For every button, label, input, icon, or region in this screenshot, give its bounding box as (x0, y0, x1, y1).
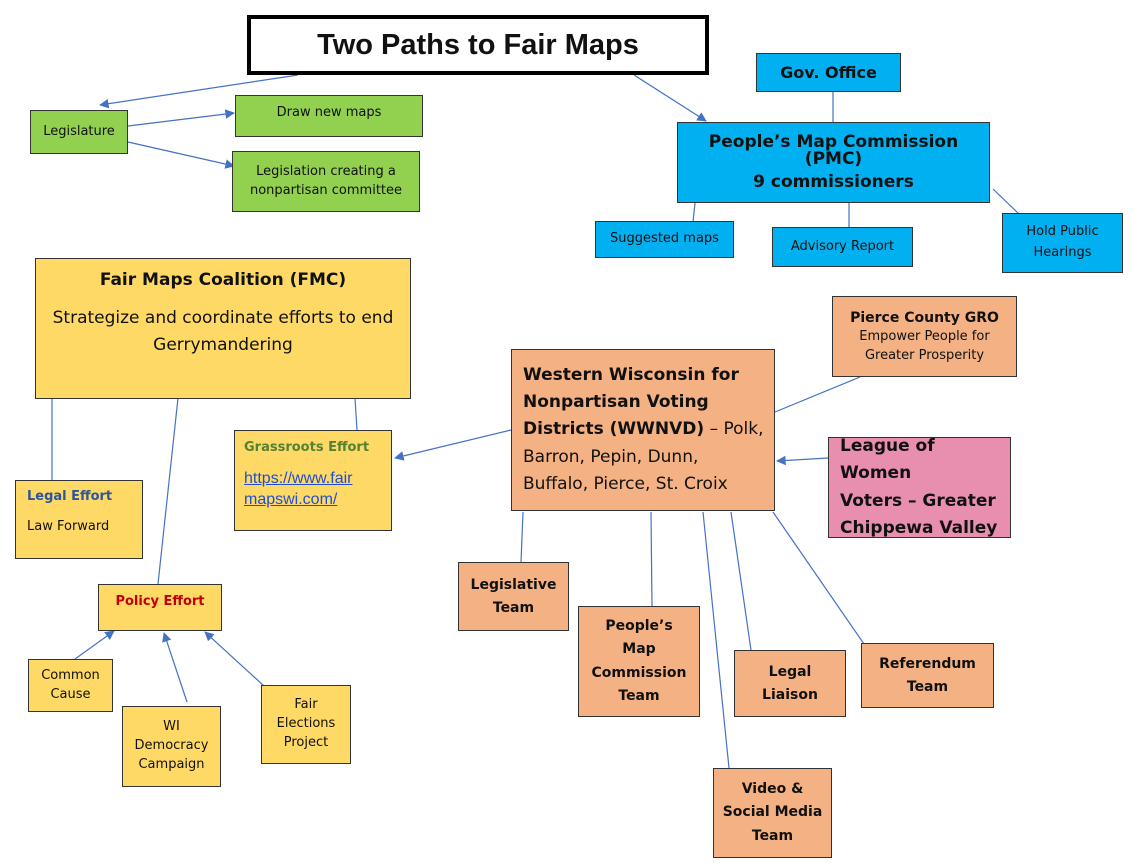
wwnvd-line-2: Nonpartisan Voting (523, 392, 709, 413)
wwnvd-line-3: Districts (WWNVD) – Polk, (523, 416, 764, 443)
wwnvd-line-5: Buffalo, Pierce, St. Croix (523, 473, 728, 494)
wwnvd-line-4: Barron, Pepin, Dunn, (523, 446, 699, 467)
pmc-name: People’s Map Commission (PMC) (708, 132, 959, 170)
common-cause-line-2: Cause (50, 686, 91, 702)
league-box: League of Women Voters – Greater Chippew… (828, 436, 1011, 538)
referendum-team-box: Referendum Team (861, 643, 994, 708)
grassroots-link-line-1: https://www.fair (244, 469, 353, 487)
line-fmc-to-policy (157, 397, 179, 585)
suggested-maps-box: Suggested maps (595, 221, 734, 258)
legislation-line-1: Legislation creating a (256, 163, 396, 179)
legal-effort-org: Law Forward (27, 518, 110, 534)
line-wwnvd-to-legislative-team (520, 511, 524, 563)
arrow-league-to-wwnvd (776, 455, 829, 466)
line-wwnvd-to-pmc-team (650, 511, 653, 607)
fmc-desc-line-2: Gerrymandering (153, 334, 293, 355)
arrow-title-to-pmc (633, 74, 707, 122)
wi-democracy-line-1: WI (163, 719, 180, 735)
pmc-team-line-2: Map (622, 641, 656, 658)
public-hearings-box: Hold Public Hearings (1002, 213, 1123, 273)
wwnvd-line-3-rest: – Polk, (704, 419, 764, 440)
pierce-county-box: Pierce County GRO Empower People for Gre… (832, 296, 1017, 377)
line-wwnvd-to-pierce (774, 376, 861, 413)
draw-maps-label: Draw new maps (276, 105, 382, 120)
video-team-line-1: Video & (741, 781, 804, 798)
legal-effort-box: Legal Effort Law Forward (15, 480, 143, 559)
policy-effort-box: Policy Effort (98, 584, 222, 631)
legislature-label: Legislature (43, 123, 115, 139)
legal-liaison-line-1: Legal (768, 664, 812, 681)
pierce-line-2: Greater Prosperity (864, 347, 985, 363)
pmc-team-line-3: Commission (591, 664, 687, 681)
gov-office-box: Gov. Office (756, 53, 901, 92)
line-pmc-to-hearings (992, 188, 1019, 214)
pmc-team-line-4: Team (618, 687, 660, 704)
line-wwnvd-to-legal-liaison (730, 511, 752, 651)
fair-elections-line-2: Elections (276, 716, 336, 732)
league-line-2: Voters – Greater (840, 490, 996, 511)
video-team-line-2: Social Media (722, 804, 823, 821)
common-cause-line-1: Common (41, 667, 100, 683)
line-wwnvd-to-video-team (702, 511, 730, 769)
fmc-box: Fair Maps Coalition (FMC) Strategize and… (35, 258, 411, 399)
arrow-common-cause-to-policy (74, 630, 115, 660)
arrow-legislature-to-draw-maps (127, 109, 235, 127)
pmc-team-line-1: People’s (605, 618, 673, 635)
wi-democracy-box: WI Democracy Campaign (122, 706, 221, 787)
wwnvd-box: Western Wisconsin for Nonpartisan Voting… (511, 349, 775, 511)
hearings-line-2: Hearings (1033, 245, 1092, 260)
arrow-wwnvd-to-grassroots (394, 429, 512, 461)
legislature-box: Legislature (30, 110, 128, 154)
legislative-team-line-2: Team (492, 599, 535, 616)
fair-elections-line-3: Project (283, 734, 329, 750)
fmc-name: Fair Maps Coalition (FMC) (99, 270, 347, 290)
fmc-desc-line-1: Strategize and coordinate efforts to end (52, 307, 394, 328)
league-line-3: Chippewa Valley (840, 517, 998, 538)
pmc-commissioners: 9 commissioners (753, 171, 914, 192)
line-fmc-to-grassroots (354, 397, 358, 431)
grassroots-link[interactable]: https://www.fair mapswi.com/ (244, 468, 352, 511)
arrow-wi-democracy-to-policy (162, 632, 188, 703)
grassroots-link-line-2: mapswi.com/ (244, 491, 338, 509)
wwnvd-line-3-bold: Districts (WWNVD) (523, 419, 705, 440)
wi-democracy-line-2: Democracy (134, 738, 209, 754)
advisory-report-label: Advisory Report (790, 238, 895, 254)
league-line-1: League of Women (840, 436, 935, 484)
grassroots-title: Grassroots Effort (244, 440, 370, 455)
arrow-fair-elections-to-policy (204, 631, 265, 687)
legal-liaison-line-2: Liaison (762, 686, 818, 703)
legal-liaison-box: Legal Liaison (734, 650, 846, 717)
advisory-report-box: Advisory Report (772, 227, 913, 267)
line-pmc-to-suggested (692, 202, 696, 223)
legislative-team-line-1: Legislative (470, 577, 557, 594)
policy-effort-title: Policy Effort (115, 594, 205, 609)
legal-effort-title: Legal Effort (27, 489, 113, 504)
arrow-legislature-to-legislation (127, 141, 235, 169)
suggested-maps-label: Suggested maps (610, 231, 719, 247)
legislation-line-2: nonpartisan committee (249, 182, 403, 198)
grassroots-box: Grassroots Effort https://www.fair mapsw… (234, 430, 392, 531)
pmc-team-box: People’s Map Commission Team (578, 606, 700, 717)
hearings-line-1: Hold Public (1026, 224, 1099, 240)
pierce-line-1: Empower People for (859, 328, 990, 344)
pierce-title: Pierce County GRO (850, 309, 999, 326)
gov-office-label: Gov. Office (780, 62, 877, 82)
diagram-title-text: Two Paths to Fair Maps (317, 28, 639, 61)
fair-elections-line-1: Fair (294, 697, 318, 713)
wwnvd-line-1: Western Wisconsin for (523, 365, 739, 386)
video-team-line-3: Team (751, 827, 794, 844)
legislation-box: Legislation creating a nonpartisan commi… (232, 151, 420, 212)
common-cause-box: Common Cause (28, 659, 113, 712)
referendum-line-1: Referendum (879, 656, 976, 673)
fair-elections-box: Fair Elections Project (261, 685, 351, 764)
wi-democracy-line-3: Campaign (138, 756, 205, 772)
diagram-title: Two Paths to Fair Maps (247, 15, 709, 75)
legislative-team-box: Legislative Team (458, 562, 569, 631)
pmc-box: People’s Map Commission (PMC) 9 commissi… (677, 122, 990, 203)
draw-maps-box: Draw new maps (235, 95, 423, 137)
video-team-box: Video & Social Media Team (713, 768, 832, 858)
referendum-line-2: Team (906, 678, 949, 695)
